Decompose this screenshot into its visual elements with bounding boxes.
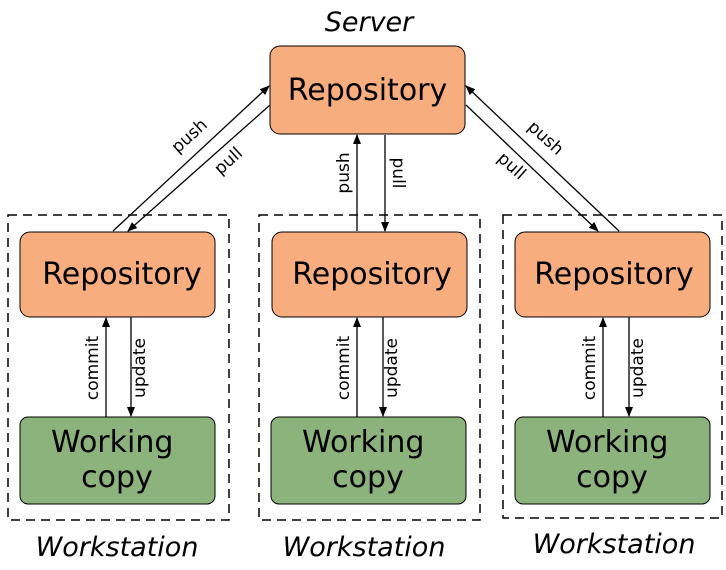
workstation-1-caption: Workstation [36,532,199,563]
workstation-1-working-copy-line-1: Working [51,425,173,460]
workstation-3-repository-box [514,231,711,318]
workstation-3-repository-label: Repository [534,257,694,292]
workstation-1-repository-label: Repository [42,257,202,292]
workstation-3-working-copy-label: Working copy [546,425,678,495]
workstation-frame-2 [258,214,481,521]
workstation-1-commit-label: commit [83,336,103,401]
workstation-2-update-label: update [382,338,402,398]
server-repository-node: Repository [269,45,466,135]
workstation-1-working-copy-label: Working copy [51,425,183,495]
server-repository-box [269,45,466,135]
workstation-2: Repository Working copy commit update pu… [270,134,468,505]
workstation-3-commit-label: commit [580,336,600,401]
workstation-1: Repository Working copy commit update pu… [19,85,271,505]
workstation-2-repository-box [271,231,468,318]
workstation-3-update-label: update [628,338,648,398]
workstation-2-caption: Workstation [283,532,446,563]
workstation-3-working-copy-line-2: copy [576,460,648,495]
workstation-1-working-copy-box [19,416,216,505]
workstation-2-push-label: push [334,152,354,193]
workstation-3: Repository Working copy commit update pu… [465,85,711,505]
server-repository-label: Repository [288,73,448,108]
workstation-1-update-label: update [130,338,150,398]
server-caption: Server [325,7,415,38]
workstation-1-pull-label: pull [210,143,246,179]
workstation-3-push-label: push [523,117,567,159]
workstation-3-working-copy-box [514,416,711,505]
workstation-2-working-copy-line-1: Working [302,425,424,460]
workstation-1-push-label: push [168,115,212,157]
workstation-1-pull-arrow [127,104,271,232]
workstation-2-working-copy-box [270,416,467,505]
workstation-2-commit-label: commit [334,336,354,401]
workstation-3-caption: Workstation [533,529,696,560]
workstation-1-repository-box [19,231,216,318]
workstation-3-pull-label: pull [493,148,529,184]
workstation-1-working-copy-line-2: copy [81,460,153,495]
workstation-3-push-arrow [465,85,620,232]
workstation-2-repository-label: Repository [292,257,452,292]
workstation-1-push-arrow [112,85,270,232]
workstation-frame-1 [7,214,230,521]
workstation-2-pull-label: pull [388,157,408,188]
workstation-2-working-copy-label: Working copy [302,425,434,495]
workstation-3-working-copy-line-1: Working [546,425,668,460]
workstation-2-working-copy-line-2: copy [332,460,404,495]
workstation-frame-3 [502,214,723,519]
workstation-3-pull-arrow [465,104,599,232]
